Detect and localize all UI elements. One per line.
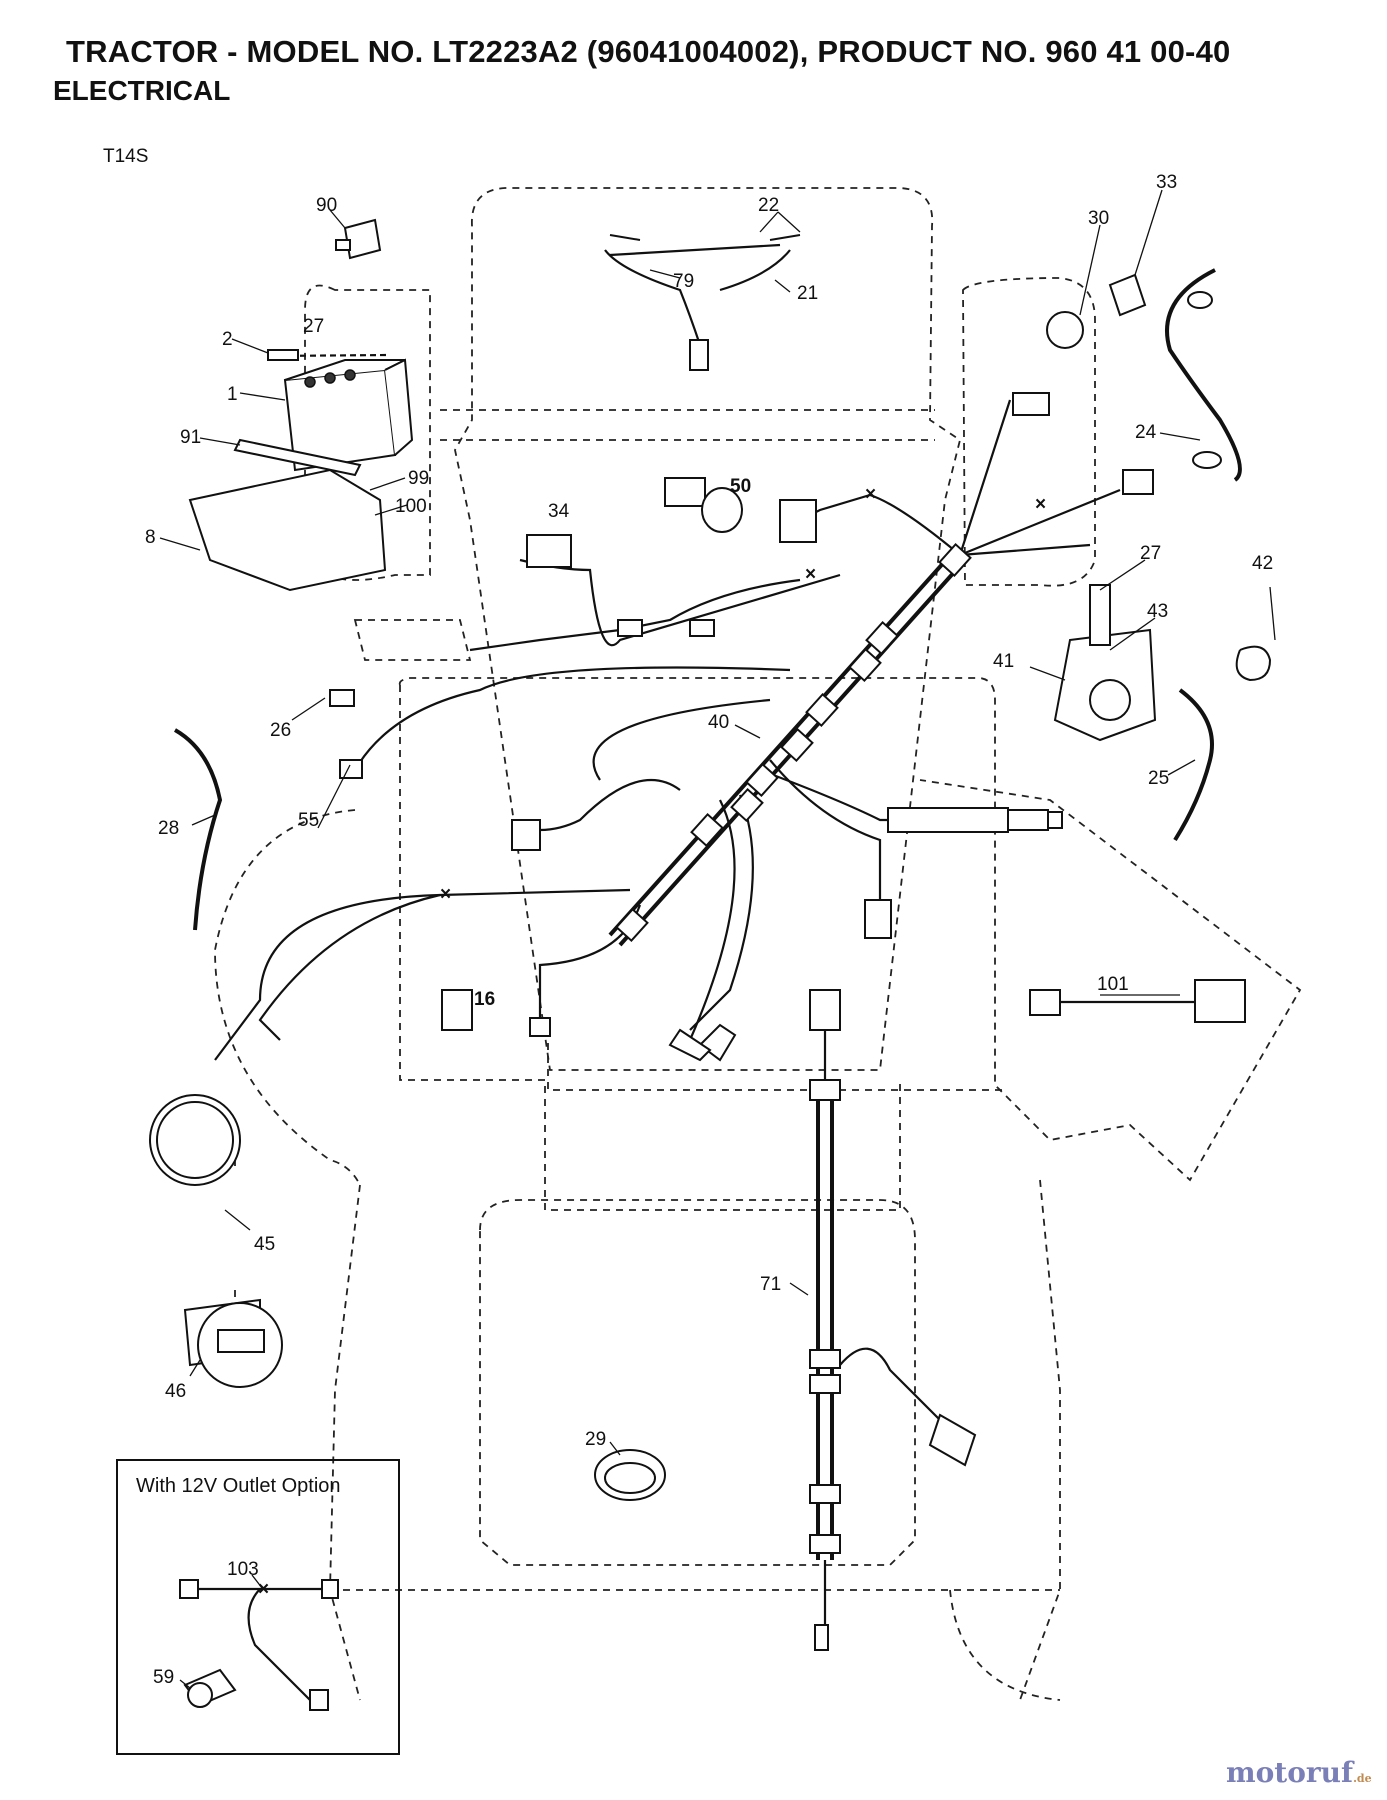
page-title: TRACTOR - MODEL NO. LT2223A2 (9604100400… <box>66 34 1231 69</box>
label-16: 16 <box>474 989 495 1010</box>
section-subtitle: ELECTRICAL <box>53 75 231 106</box>
battery-assembly <box>188 349 414 592</box>
part-labels: 90 22 33 30 27 2 1 79 21 91 99 100 8 24 … <box>145 172 1273 1688</box>
label-50: 50 <box>730 476 751 497</box>
label-25: 25 <box>1148 768 1169 789</box>
label-103: 103 <box>227 1559 259 1580</box>
label-59: 59 <box>153 1667 174 1688</box>
label-21: 21 <box>797 283 818 304</box>
label-41: 41 <box>993 651 1014 672</box>
label-34: 34 <box>548 501 570 522</box>
outlet-option-parts: × <box>179 1574 339 1711</box>
label-27: 27 <box>303 316 324 337</box>
label-33: 33 <box>1156 172 1177 193</box>
diagram-code: T14S <box>103 146 149 167</box>
label-43: 43 <box>1147 601 1168 622</box>
label-30: 30 <box>1088 208 1109 229</box>
label-27b: 27 <box>1140 543 1161 564</box>
watermark-suffix: .de <box>1353 1772 1372 1785</box>
svg-text:×: × <box>805 564 816 585</box>
label-1: 1 <box>227 384 238 405</box>
outlet-option-title: With 12V Outlet Option <box>136 1475 341 1497</box>
label-40: 40 <box>708 712 729 733</box>
label-22: 22 <box>758 195 779 216</box>
label-55: 55 <box>298 810 319 831</box>
svg-text:×: × <box>865 484 876 505</box>
svg-text:×: × <box>440 884 451 905</box>
watermark-logo: motoruf.de <box>1226 1756 1372 1789</box>
tractor-outline <box>214 187 1302 1701</box>
main-harness: × × × × <box>214 399 1121 1062</box>
label-71: 71 <box>760 1274 781 1295</box>
lower-harness <box>809 989 977 1651</box>
label-45: 45 <box>254 1234 275 1255</box>
label-29: 29 <box>585 1429 606 1450</box>
label-91: 91 <box>180 427 201 448</box>
label-90: 90 <box>316 195 337 216</box>
svg-text:×: × <box>1035 494 1046 515</box>
misc-parts <box>149 218 1272 1501</box>
leader-lines <box>159 189 1276 1456</box>
label-99: 99 <box>408 468 429 489</box>
label-46: 46 <box>165 1381 186 1402</box>
label-42: 42 <box>1252 553 1273 574</box>
outlet-option-box: With 12V Outlet Option <box>116 1459 400 1755</box>
label-8: 8 <box>145 527 156 548</box>
watermark-brand: motoruf <box>1226 1756 1354 1789</box>
label-2: 2 <box>222 329 233 350</box>
label-26: 26 <box>270 720 291 741</box>
label-79: 79 <box>673 271 694 292</box>
label-101: 101 <box>1097 974 1129 995</box>
label-28: 28 <box>158 818 179 839</box>
svg-text:×: × <box>258 1579 269 1600</box>
label-100: 100 <box>395 496 427 517</box>
label-24: 24 <box>1135 422 1157 443</box>
